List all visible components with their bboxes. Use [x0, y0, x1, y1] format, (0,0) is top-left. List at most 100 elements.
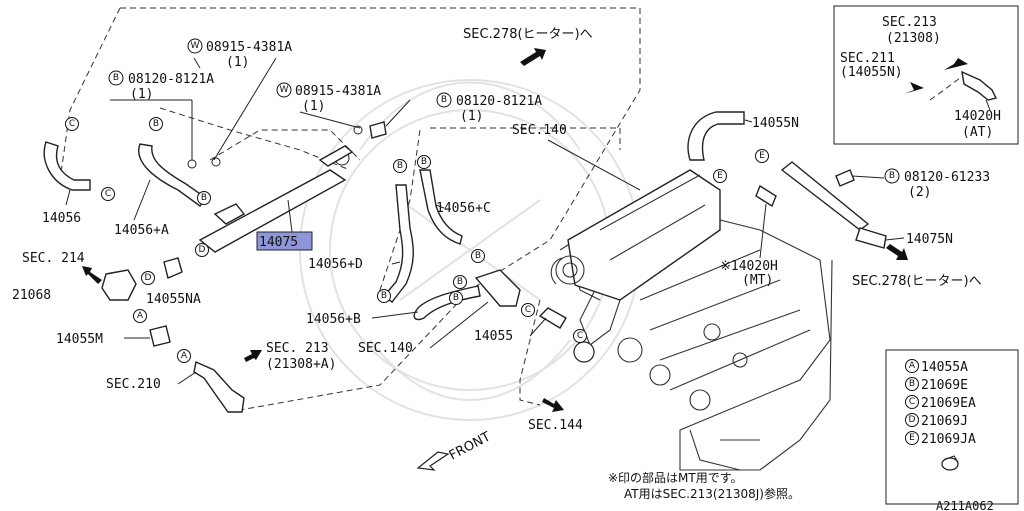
intake-chamber	[567, 169, 721, 301]
link-sec144[interactable]: SEC.144	[528, 418, 583, 433]
inset-arrow-left-icon	[904, 82, 924, 94]
callout-w-bolt-2[interactable]: W 08915-4381A (1)	[276, 82, 381, 114]
arrow-sec278-right-icon	[886, 244, 908, 260]
label-14056b[interactable]: 14056+B	[306, 312, 361, 327]
w-bolt-2-number[interactable]: 08915-4381A	[295, 84, 381, 99]
svg-text:B: B	[441, 95, 447, 105]
label-14055m[interactable]: 14055M	[56, 332, 103, 347]
link-sec140-top[interactable]: SEC.140	[512, 123, 567, 138]
svg-text:B: B	[421, 157, 427, 167]
label-14056[interactable]: 14056	[42, 211, 81, 226]
svg-text:B: B	[201, 193, 207, 203]
link-sec278-top[interactable]: SEC.278(ヒーター)へ	[463, 27, 593, 42]
svg-text:W: W	[280, 85, 289, 95]
b-bolt-3-number[interactable]: 08120-61233	[904, 170, 990, 185]
label-14075n[interactable]: 14075N	[906, 232, 953, 247]
svg-text:C: C	[577, 331, 583, 341]
legend-part-a: 14055A	[921, 360, 968, 375]
legend-row-c: C 21069EA	[905, 395, 976, 411]
inset-14020h[interactable]: 14020H	[954, 109, 1001, 124]
svg-text:B: B	[475, 251, 481, 261]
legend-part-c: 21069EA	[921, 396, 976, 411]
link-sec214[interactable]: SEC. 214	[22, 251, 85, 266]
b-bolt-2-qty: (1)	[460, 109, 483, 124]
svg-text:C: C	[525, 305, 531, 315]
fasteners	[187, 121, 855, 187]
inset-sec211[interactable]: SEC.211	[840, 51, 895, 66]
svg-text:B: B	[113, 73, 119, 83]
pipe-14075n	[780, 161, 870, 231]
hose-14056c	[419, 169, 463, 245]
label-21068[interactable]: 21068	[12, 288, 51, 303]
hose-14056d	[382, 184, 414, 303]
diagram-code: A211A062	[936, 499, 994, 511]
svg-text:B: B	[457, 277, 463, 287]
svg-text:C: C	[105, 189, 111, 199]
engine-block	[550, 169, 833, 471]
link-sec213[interactable]: SEC. 213	[266, 341, 329, 356]
inset-14020h-sub: (AT)	[962, 125, 993, 140]
b-bolt-3-qty: (2)	[908, 185, 931, 200]
valve-14020h-mt	[755, 184, 777, 208]
svg-text:B: B	[381, 291, 387, 301]
link-sec140-mid[interactable]: SEC.140	[358, 341, 413, 356]
svg-text:A: A	[909, 361, 916, 371]
svg-text:C: C	[69, 119, 75, 129]
label-14075[interactable]: 14075	[259, 235, 298, 250]
inset-sec213-sub: (21308)	[886, 31, 941, 46]
arrow-sec144-icon	[542, 398, 564, 412]
arrow-sec213-icon	[244, 350, 262, 362]
legend-box: A 14055A B 21069E C 21069EA D 21069J E 2…	[885, 349, 1019, 511]
svg-text:B: B	[909, 379, 915, 389]
hose-14056	[43, 141, 91, 191]
hose-14055	[538, 307, 567, 329]
label-14055[interactable]: 14055	[474, 329, 513, 344]
w-bolt-1-qty: (1)	[226, 55, 249, 70]
svg-text:D: D	[199, 245, 206, 255]
inset-at-box: SEC.213 (21308) SEC.211 (14055N) 14020H …	[833, 5, 1019, 145]
arrow-sec278-top-icon	[520, 48, 546, 66]
link-sec210[interactable]: SEC.210	[106, 377, 161, 392]
b-bolt-1-number[interactable]: 08120-8121A	[128, 72, 214, 87]
callout-b-bolt-3[interactable]: B 08120-61233 (2)	[884, 168, 990, 200]
callout-b-bolt-1[interactable]: B 08120-8121A (1)	[108, 70, 214, 102]
label-14055n[interactable]: 14055N	[752, 116, 799, 131]
callout-b-bolt-2[interactable]: B 08120-8121A (1)	[436, 92, 542, 124]
dashed-frame-main	[120, 7, 641, 411]
inset-14020h-valve	[961, 70, 998, 101]
svg-text:D: D	[145, 273, 152, 283]
svg-text:B: B	[453, 293, 459, 303]
inset-sec211-sub: (14055N)	[840, 65, 903, 80]
pipe-sec210	[193, 361, 245, 413]
svg-text:E: E	[909, 433, 915, 443]
svg-text:A: A	[181, 351, 188, 361]
svg-text:D: D	[909, 415, 916, 425]
label-14020h-mt[interactable]: ※14020H	[720, 259, 778, 274]
w-bolt-1-number[interactable]: 08915-4381A	[206, 40, 292, 55]
label-14055na[interactable]: 14055NA	[146, 292, 201, 307]
w-bolt-2-qty: (1)	[302, 99, 325, 114]
legend-row-d: D 21069J	[905, 413, 968, 429]
inset-sec213[interactable]: SEC.213	[882, 15, 937, 30]
leader-lines	[110, 57, 905, 385]
svg-text:A: A	[137, 311, 144, 321]
link-sec278-right[interactable]: SEC.278(ヒーター)へ	[852, 274, 982, 289]
legend-part-e: 21069JA	[921, 432, 976, 447]
link-sec213-sub: (21308+A)	[266, 357, 336, 372]
pipe-14075: 14075	[198, 145, 354, 253]
label-14020h-mt-sub: (MT)	[742, 273, 773, 288]
highlight-14075	[256, 231, 313, 251]
label-14056d[interactable]: 14056+D	[308, 257, 363, 272]
label-14056c[interactable]: 14056+C	[436, 201, 491, 216]
b-bolt-2-number[interactable]: 08120-8121A	[456, 94, 542, 109]
circle-markers: C C B B D D A A B B B B B B C C E E	[65, 117, 769, 363]
label-14056a[interactable]: 14056+A	[114, 223, 169, 238]
thermostat-housing	[474, 269, 521, 307]
svg-text:E: E	[717, 171, 723, 181]
svg-text:B: B	[153, 119, 159, 129]
hose-clamp-icon	[941, 455, 959, 471]
legend-row-b: B 21069E	[905, 377, 968, 393]
callout-w-bolt-1[interactable]: W 08915-4381A (1)	[187, 38, 292, 70]
legend-row-a: A 14055A	[905, 359, 968, 375]
